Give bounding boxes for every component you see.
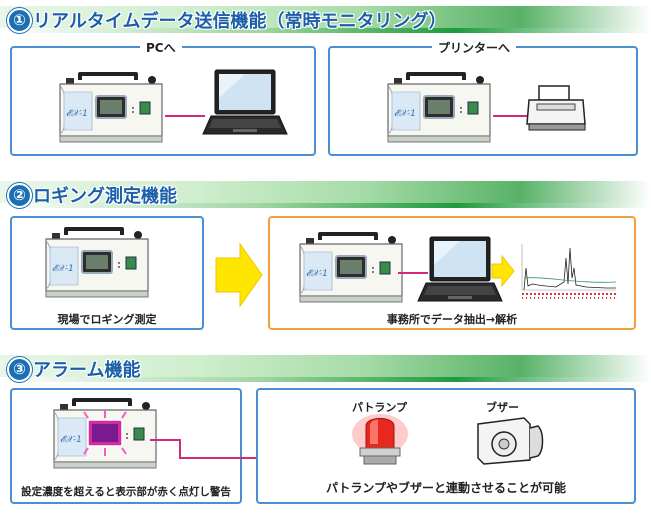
monitor-device-1	[58, 72, 164, 144]
small-arrow-icon	[491, 254, 515, 288]
section2-number-badge: ②	[7, 183, 32, 208]
onsite-caption: 現場でロギング測定	[57, 313, 157, 326]
header-bar	[0, 181, 651, 207]
header-underline	[0, 203, 651, 208]
peripheral-box	[256, 388, 636, 504]
office-caption: 事務所でデータ抽出→解析	[386, 313, 518, 326]
printer-label: プリンターへ	[432, 39, 517, 56]
printer-cable	[493, 115, 529, 117]
yellow-arrow-icon	[215, 242, 263, 308]
alarm-device	[52, 398, 158, 470]
section1-title: リアルタイムデータ送信機能（常時モニタリング）	[33, 11, 447, 32]
monitor-device-2	[386, 72, 492, 144]
monitor-device-3	[44, 227, 150, 299]
link-caption: パトランプやブザーと連動させることが可能	[325, 481, 566, 495]
section2-header: ② ロギング測定機能	[0, 181, 651, 208]
pc-cable	[165, 115, 205, 117]
pc-label: PCへ	[140, 39, 182, 56]
analysis-chart-thumbnail	[516, 238, 620, 304]
header-bar	[0, 355, 651, 381]
printer-icon	[526, 85, 586, 131]
section2-title: ロギング測定機能	[33, 186, 177, 207]
patrol-lamp-icon	[352, 414, 408, 465]
section3-number-badge: ③	[7, 357, 32, 382]
buzzer-icon	[477, 417, 544, 465]
alarm-caption: 設定濃度を超えると表示部が赤く点灯し警告	[21, 486, 231, 498]
header-underline	[0, 377, 651, 382]
section3-title: アラーム機能	[33, 360, 141, 381]
office-cable	[398, 272, 428, 274]
header-underline	[0, 28, 651, 33]
lamp-label: パトランプ	[352, 401, 407, 414]
monitor-device-4	[298, 232, 404, 304]
section1-number-badge: ①	[7, 8, 32, 33]
section1-header: ① リアルタイムデータ送信機能（常時モニタリング）	[0, 6, 651, 33]
header-bar	[0, 6, 651, 32]
section3-header: ③ アラーム機能	[0, 355, 651, 382]
buzzer-label: ブザー	[486, 401, 519, 414]
laptop-icon	[202, 69, 288, 135]
